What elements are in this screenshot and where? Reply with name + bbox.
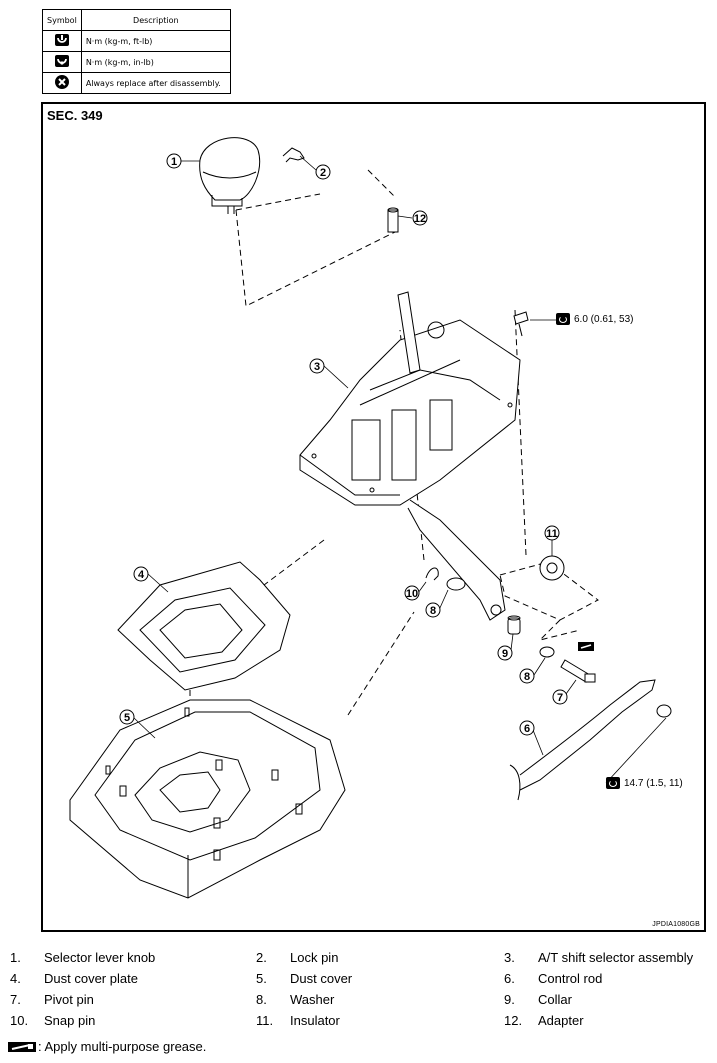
torque-wrench-inlb-icon xyxy=(54,55,69,67)
pivot-pin xyxy=(560,659,596,683)
at-shift-selector-assembly xyxy=(299,291,521,621)
torque-wrench-ftlb-icon xyxy=(556,313,570,325)
part-name: Adapter xyxy=(538,1013,584,1028)
svg-text:10: 10 xyxy=(406,588,418,600)
part-number: 11. xyxy=(256,1013,274,1028)
grease-note-text: : Apply multi-purpose grease. xyxy=(38,1039,207,1054)
callout-3: 3 xyxy=(309,358,325,374)
grease-note: : Apply multi-purpose grease. xyxy=(8,1039,206,1054)
part-number: 12. xyxy=(504,1013,523,1028)
callout-11: 11 xyxy=(544,525,560,541)
part-name: Lock pin xyxy=(290,950,339,965)
callout-2: 2 xyxy=(315,164,331,180)
snap-pin xyxy=(425,567,439,581)
control-rod xyxy=(509,679,672,801)
svg-text:1: 1 xyxy=(171,156,177,168)
parts-row: 7. Pivot pin 8. Washer 9. Collar xyxy=(0,992,717,1012)
callout-8: 8 xyxy=(519,668,535,684)
diagram-code: JPDIA1080GB xyxy=(652,921,700,928)
callout-9: 9 xyxy=(497,645,513,661)
legend-description: Always replace after disassembly. xyxy=(80,72,231,94)
part-number: 6. xyxy=(504,971,515,986)
dust-cover-plate xyxy=(117,561,291,691)
callout-12: 12 xyxy=(412,210,428,226)
section-label: SEC. 349 xyxy=(47,108,103,123)
part-name: Insulator xyxy=(290,1013,340,1028)
part-number: 2. xyxy=(256,950,267,965)
svg-text:6: 6 xyxy=(524,723,530,735)
replace-after-disassembly-icon xyxy=(54,75,69,89)
svg-text:2: 2 xyxy=(320,167,326,179)
svg-text:11: 11 xyxy=(546,528,558,540)
svg-text:7: 7 xyxy=(557,692,563,704)
part-number: 1. xyxy=(10,950,21,965)
svg-text:8: 8 xyxy=(430,605,436,617)
adapter xyxy=(387,207,399,233)
diagram-frame xyxy=(41,102,706,932)
parts-row: 10. Snap pin 11. Insulator 12. Adapter xyxy=(0,1013,717,1033)
legend-row: N·m (kg-m, in-lb) xyxy=(42,51,231,73)
torque-wrench-ftlb-icon xyxy=(54,34,69,46)
callout-8: 8 xyxy=(425,602,441,618)
part-number: 4. xyxy=(10,971,21,986)
torque-wrench-ftlb-icon xyxy=(606,777,620,789)
exploded-view-diagram: 1 2 12 3 4 5 11 10 8 9 8 7 6 xyxy=(69,137,672,899)
legend-row: Always replace after disassembly. xyxy=(42,72,231,94)
collar xyxy=(507,615,521,635)
svg-text:12: 12 xyxy=(414,213,426,225)
part-name: Snap pin xyxy=(44,1013,96,1028)
washer xyxy=(446,577,466,591)
svg-text:4: 4 xyxy=(138,569,145,581)
svg-text:5: 5 xyxy=(124,712,130,724)
callout-6: 6 xyxy=(519,720,535,736)
part-name: A/T shift selector assembly xyxy=(538,950,694,965)
grease-icon xyxy=(8,1041,36,1052)
torque-value: 14.7 (1.5, 11) xyxy=(624,777,683,789)
callout-10: 10 xyxy=(404,585,420,601)
part-number: 7. xyxy=(10,992,21,1007)
washer xyxy=(539,646,555,658)
symbol-legend-table: Symbol Description N·m (kg-m, ft-lb) N·m… xyxy=(42,9,231,94)
part-number: 9. xyxy=(504,992,515,1007)
legend-header-row: Symbol Description xyxy=(42,9,231,31)
torque-value: 6.0 (0.61, 53) xyxy=(574,313,634,325)
part-name: Dust cover plate xyxy=(44,971,138,986)
selector-lever-knob xyxy=(199,137,260,214)
part-name: Control rod xyxy=(538,971,603,986)
callout-1: 1 xyxy=(166,153,182,169)
grease-marker-icon xyxy=(578,642,594,651)
callout-4: 4 xyxy=(133,566,149,582)
svg-text:3: 3 xyxy=(314,361,320,373)
part-name: Selector lever knob xyxy=(44,950,156,965)
part-number: 10. xyxy=(10,1013,29,1028)
part-number: 8. xyxy=(256,992,267,1007)
dust-cover xyxy=(69,699,346,899)
part-number: 3. xyxy=(504,950,515,965)
part-number: 5. xyxy=(256,971,267,986)
lock-pin xyxy=(282,147,305,163)
parts-row: 4. Dust cover plate 5. Dust cover 6. Con… xyxy=(0,971,717,991)
callout-7: 7 xyxy=(552,689,568,705)
svg-text:9: 9 xyxy=(502,648,508,660)
svg-text:8: 8 xyxy=(524,671,530,683)
part-name: Collar xyxy=(538,992,572,1007)
torque-spec: 14.7 (1.5, 11) xyxy=(606,777,683,789)
part-name: Dust cover xyxy=(290,971,353,986)
mounting-bolt xyxy=(513,311,529,337)
insulator xyxy=(539,555,565,581)
part-name: Washer xyxy=(290,992,335,1007)
torque-spec: 6.0 (0.61, 53) xyxy=(556,313,633,325)
part-name: Pivot pin xyxy=(44,992,94,1007)
parts-row: 1. Selector lever knob 2. Lock pin 3. A/… xyxy=(0,950,717,970)
callout-5: 5 xyxy=(119,709,135,725)
